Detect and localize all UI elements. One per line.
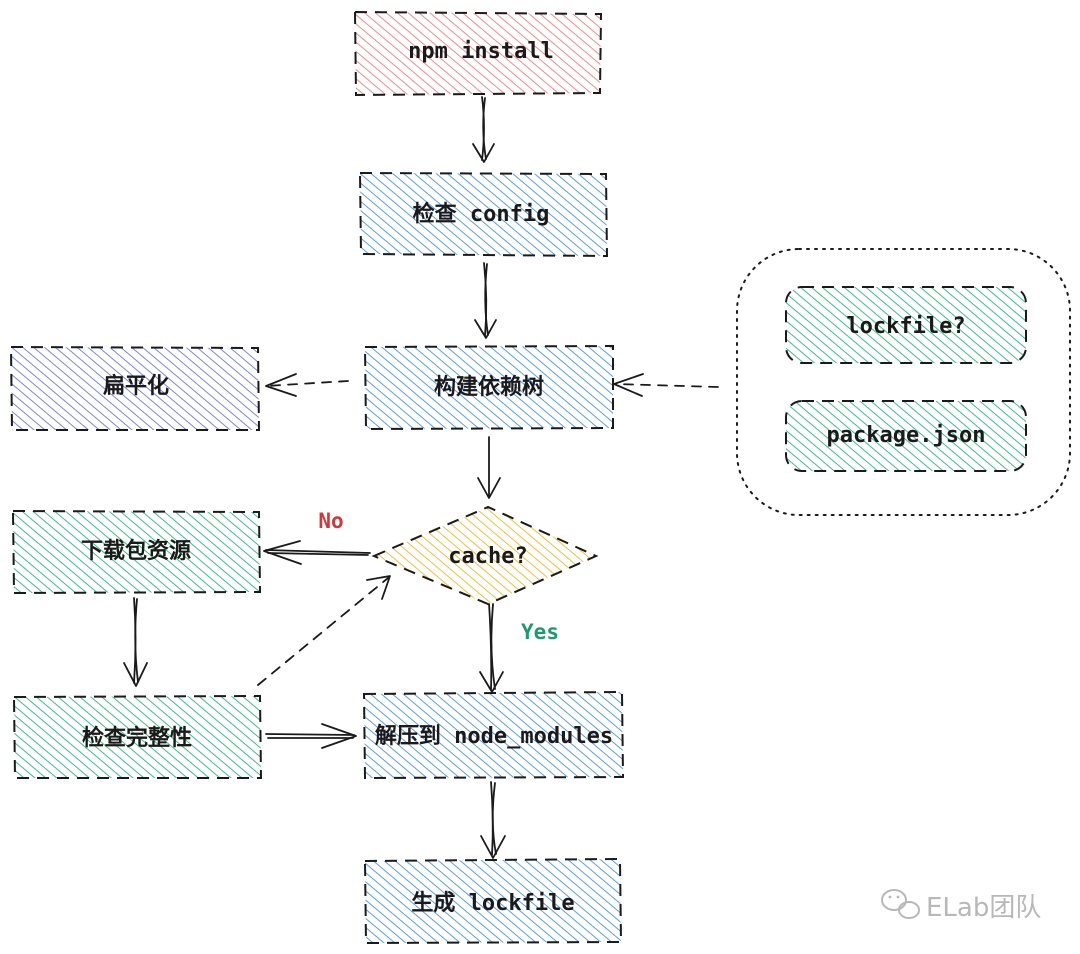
watermark: ELab团队	[881, 889, 1041, 923]
node-package-json: package.json	[785, 400, 1027, 472]
edge-integrity-to-extract	[265, 723, 357, 749]
connectors	[123, 96, 719, 859]
edge-download-to-integrity	[123, 597, 148, 687]
watermark-text: ELab团队	[926, 893, 1041, 923]
node-build-tree: 构建依赖树	[363, 344, 614, 431]
node-cache-decision-label: cache?	[448, 544, 527, 569]
edge-label-no: No	[318, 509, 343, 533]
node-integrity-label: 检查完整性	[82, 725, 192, 751]
node-generate-lockfile: 生成 lockfile	[363, 857, 623, 945]
node-lockfile-question: lockfile?	[785, 286, 1027, 364]
node-download-label: 下载包资源	[81, 538, 191, 564]
edge-cache-to-download	[263, 540, 371, 565]
edge-cache-to-extract	[479, 602, 504, 693]
node-npm-install-label: npm install	[408, 39, 554, 64]
node-check-config: 检查 config	[358, 171, 609, 258]
edge-label-yes: Yes	[521, 620, 559, 644]
edge-tree-to-flatten	[265, 373, 349, 397]
node-check-config-label: 检查 config	[413, 201, 550, 227]
edge-extract-to-lockfile	[480, 781, 506, 859]
edge-tree-to-cache	[477, 436, 501, 499]
node-extract: 解压到 node_modules	[362, 690, 625, 780]
node-generate-lockfile-label: 生成 lockfile	[411, 891, 574, 916]
edge-lockgroup-to-tree	[613, 373, 719, 397]
lockfile-source-group: lockfile? package.json	[736, 248, 1071, 516]
edge-integrity-to-cache	[257, 575, 391, 686]
node-npm-install: npm install	[353, 10, 603, 97]
edge-npm-to-config	[472, 96, 495, 163]
node-flatten-label: 扁平化	[103, 373, 169, 399]
node-cache-decision: cache?	[371, 505, 599, 606]
node-flatten: 扁平化	[9, 345, 261, 431]
edge-config-to-tree	[474, 262, 497, 339]
node-integrity: 检查完整性	[12, 694, 263, 779]
node-build-tree-label: 构建依赖树	[434, 374, 544, 400]
node-package-json-label: package.json	[827, 423, 986, 448]
node-lockfile-question-label: lockfile?	[846, 314, 965, 339]
node-extract-label: 解压到 node_modules	[375, 723, 613, 749]
wechat-icon	[881, 889, 920, 919]
node-download: 下载包资源	[11, 509, 262, 595]
